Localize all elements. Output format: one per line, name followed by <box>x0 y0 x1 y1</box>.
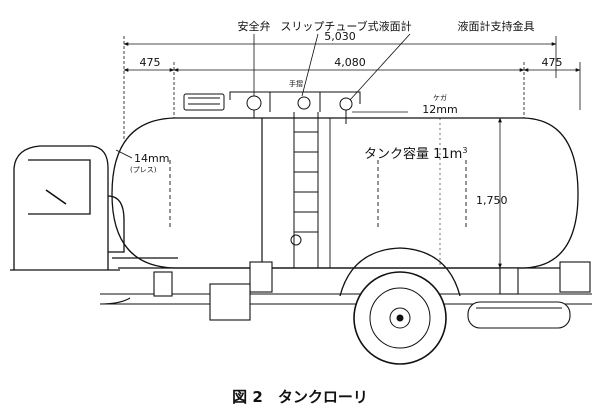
rear-wheel <box>339 247 461 365</box>
label-plate-12: 12mm <box>422 103 457 116</box>
gauge-bracket-icon <box>339 97 353 111</box>
label-tank-capacity: タンク容量 11m3 <box>364 146 467 162</box>
label-safety-valve: 安全弁 <box>238 19 271 33</box>
leader-lines <box>115 33 411 159</box>
top-fittings <box>183 91 361 124</box>
dimension-lines <box>123 36 581 269</box>
truck-cab <box>10 145 125 271</box>
label-gauge-bracket: 液面計支持金具 <box>458 19 535 33</box>
label-plate-14-note: (プレス) <box>130 166 157 174</box>
dim-front-offset: 475 <box>140 56 161 69</box>
label-plate-14: 14mm <box>134 152 169 165</box>
figure-caption: 図 2 タンクローリ <box>232 388 368 406</box>
chassis <box>99 261 592 329</box>
dim-rear-offset: 475 <box>542 56 563 69</box>
label-plate-12-note: ケガ <box>433 93 447 102</box>
safety-valve-icon <box>246 95 262 111</box>
label-handrail: 手摺 <box>289 79 303 88</box>
dim-tank-height: 1,750 <box>476 194 508 207</box>
ladder <box>261 112 319 290</box>
dim-overall: 5,030 <box>324 30 356 43</box>
label-slip-tube-gauge: スリップチューブ式液面計 <box>280 19 411 33</box>
tank-body <box>111 117 579 269</box>
dim-tank-length: 4,080 <box>334 56 366 69</box>
